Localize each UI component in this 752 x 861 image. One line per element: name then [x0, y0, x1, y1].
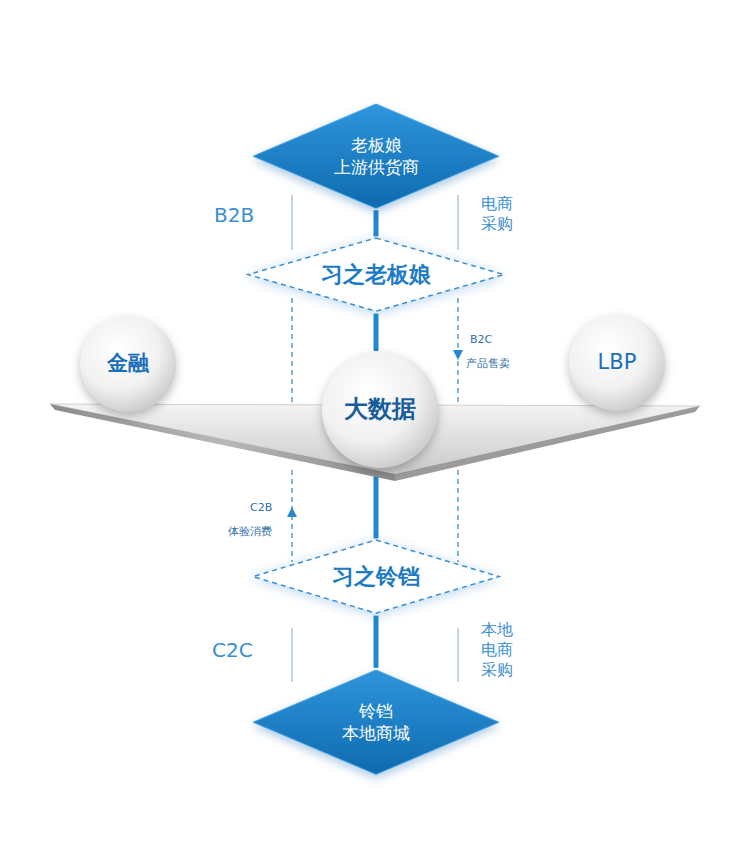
- flow-label: 电商 采购: [481, 194, 513, 234]
- flow-connector: [376, 314, 377, 351]
- decision-diamond: 老板娘 上游供货商: [251, 102, 501, 210]
- diamond-outline: [251, 102, 501, 210]
- dashed-diamond: 习之老板娘: [246, 236, 506, 313]
- arrow-head: [287, 507, 297, 517]
- flow-label: 体验消费: [228, 525, 272, 539]
- node-text: 铃铛 本地商城: [342, 700, 410, 744]
- flow-label: 本地 电商 采购: [481, 620, 513, 680]
- dashed-line: [291, 298, 292, 404]
- node-text: 老板娘 上游供货商: [334, 134, 419, 178]
- circle-node: 大数据: [321, 351, 439, 469]
- flow-label: 产品售卖: [466, 357, 510, 371]
- guide-line: [457, 628, 458, 682]
- dashed-line: [457, 470, 458, 562]
- guide-line: [457, 195, 458, 250]
- dashed-diamond: 习之铃铛: [251, 538, 501, 615]
- node-text: 习之铃铛: [332, 563, 420, 592]
- platform-edge: [395, 406, 700, 481]
- flow-connector: [376, 469, 377, 538]
- arrow-head: [453, 350, 463, 360]
- circle-node: 金融: [79, 315, 177, 413]
- flow-label: C2B: [250, 501, 272, 515]
- diamond-outline: [251, 668, 501, 776]
- node-text: LBP: [598, 349, 637, 376]
- flow-label: B2B: [214, 203, 254, 228]
- guide-line: [291, 195, 292, 250]
- flow-connector: [376, 210, 377, 236]
- flow-label: B2C: [470, 333, 492, 347]
- node-text: 习之老板娘: [321, 261, 431, 290]
- node-text: 大数据: [344, 394, 416, 425]
- flow-label: C2C: [212, 638, 253, 663]
- node-text: 金融: [107, 350, 149, 377]
- circle-node: LBP: [568, 314, 666, 412]
- flow-connector: [376, 616, 377, 668]
- decision-diamond: 铃铛 本地商城: [251, 668, 501, 776]
- guide-line: [291, 628, 292, 682]
